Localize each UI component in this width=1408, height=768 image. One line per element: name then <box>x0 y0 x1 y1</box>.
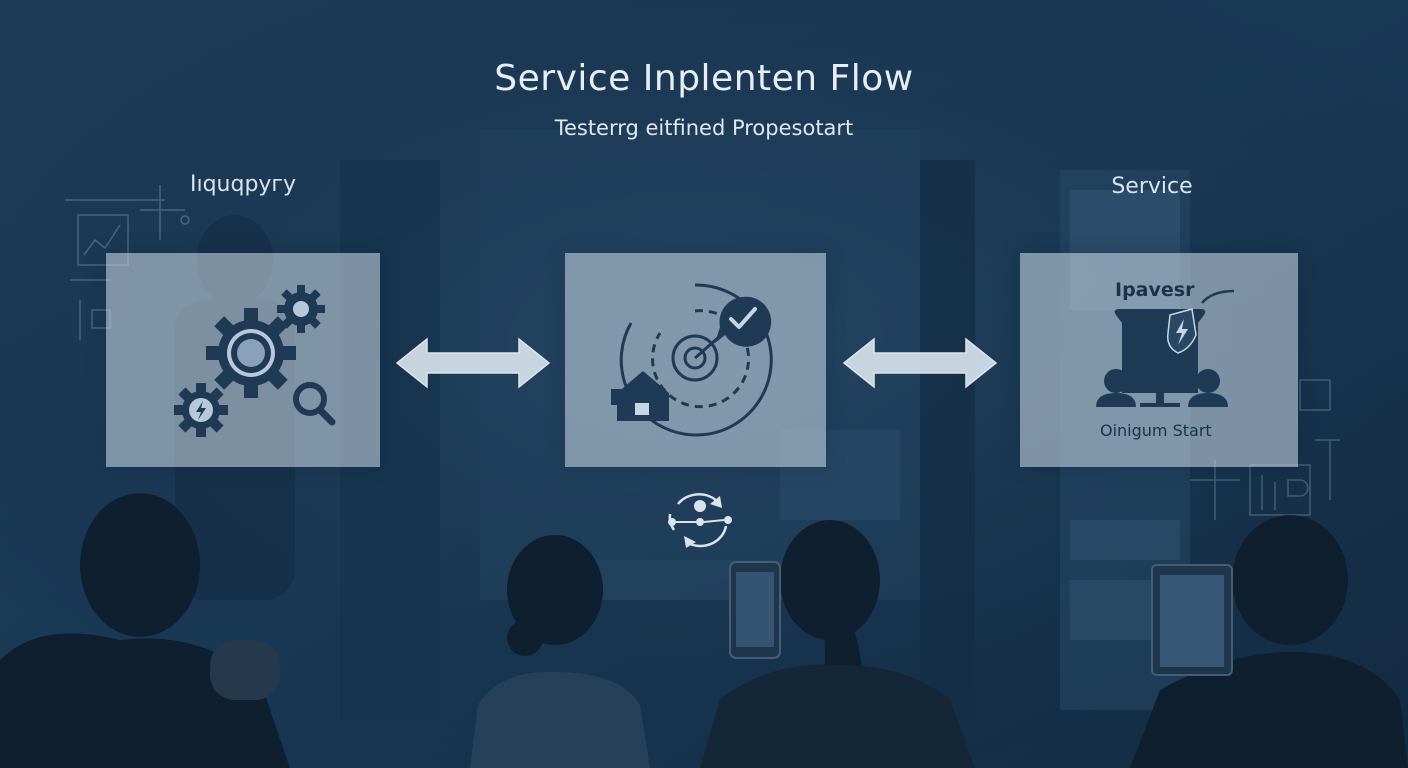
stage-panel-service: Ipavesr Oinigum Start <box>1020 253 1298 467</box>
stage-label-inquiry: Iıquqругу <box>189 172 297 197</box>
stage-panel-process <box>565 253 826 467</box>
gears-search-icon <box>174 285 336 437</box>
panel-title: Ipavesr <box>1115 279 1195 301</box>
double-arrow-icon <box>842 337 998 389</box>
diagram-title: Service Inplenten Flow <box>494 58 914 99</box>
diagram-subtitle: Testerrg eitfined Propesotart <box>554 116 854 140</box>
stage-label-service: Service <box>1111 174 1193 199</box>
target-house-check-icon <box>611 283 773 437</box>
cycle-icon <box>668 493 732 548</box>
stage-panel-inquiry <box>106 253 380 467</box>
panel-caption: Oinigum Start <box>1100 421 1212 440</box>
double-arrow-icon <box>395 337 551 389</box>
presentation-people-icon <box>1096 289 1235 407</box>
